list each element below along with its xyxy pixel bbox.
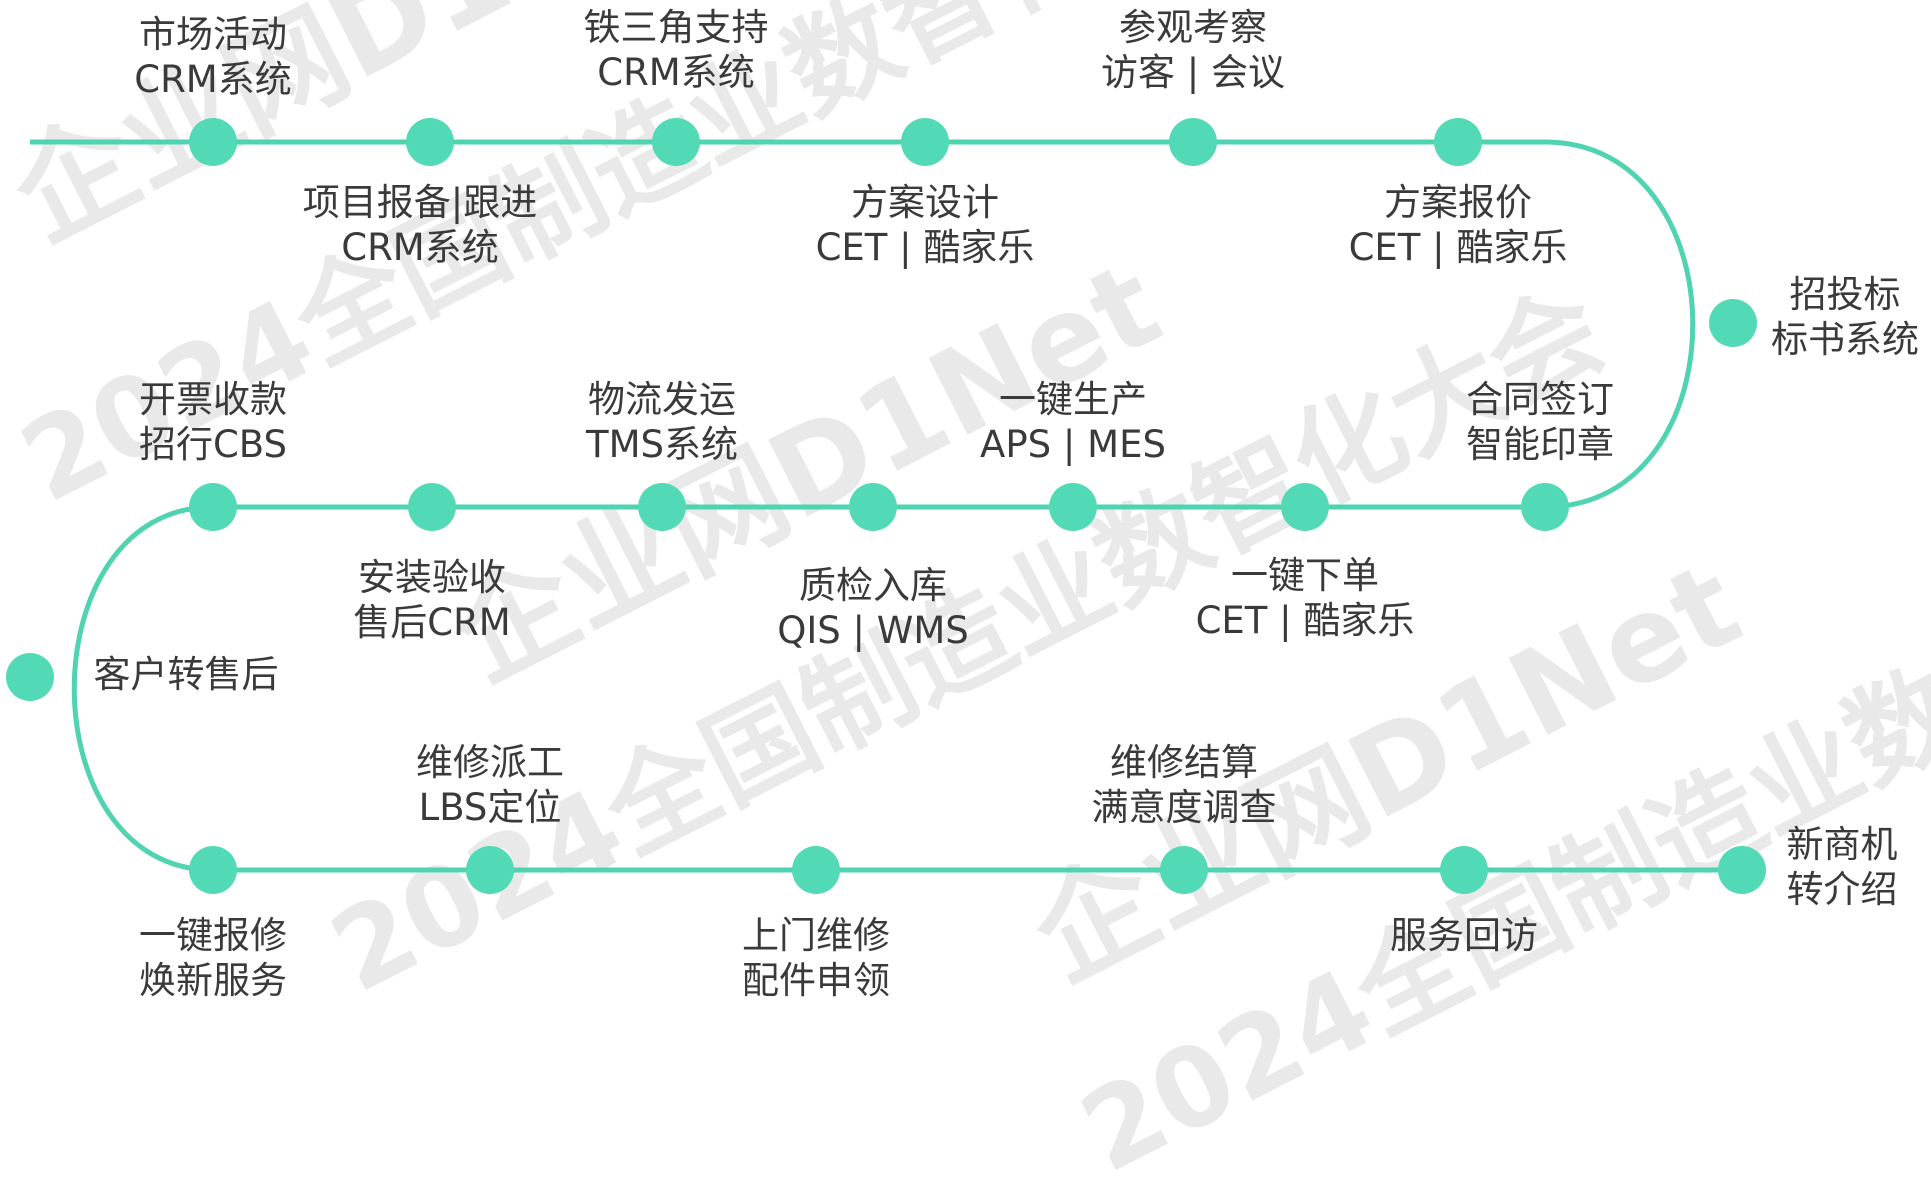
step-title: 新商机 bbox=[1786, 823, 1898, 866]
label-repair: 一键报修焕新服务 bbox=[139, 913, 287, 1003]
label-aftersales: 客户转售后 bbox=[94, 652, 279, 697]
label-onsite: 上门维修配件申领 bbox=[742, 913, 890, 1003]
track-segment bbox=[71, 504, 214, 873]
track-segment bbox=[1544, 139, 1696, 510]
step-system: CRM系统 bbox=[341, 226, 499, 269]
step-title: 一键下单 bbox=[1231, 554, 1379, 597]
step-system: 招行CBS bbox=[138, 423, 288, 466]
step-title: 一键报修 bbox=[139, 914, 287, 957]
node-bid bbox=[1709, 299, 1757, 347]
step-title: 一键生产 bbox=[998, 378, 1147, 421]
step-system: CRM系统 bbox=[134, 58, 292, 101]
step-system: 智能印章 bbox=[1466, 423, 1614, 466]
step-system: 访客 | 会议 bbox=[1101, 51, 1285, 94]
step-title: 上门维修 bbox=[742, 914, 890, 957]
step-title: 招投标 bbox=[1789, 273, 1901, 316]
label-invoice: 开票收款招行CBS bbox=[139, 377, 287, 467]
label-revisit: 服务回访 bbox=[1390, 913, 1538, 958]
process-diagram bbox=[6, 118, 1766, 894]
step-title: 方案报价 bbox=[1384, 181, 1532, 224]
node-dispatch bbox=[466, 846, 514, 894]
node-order bbox=[1281, 483, 1329, 531]
step-title: 开票收款 bbox=[139, 378, 287, 421]
node-settle bbox=[1160, 846, 1208, 894]
node-revisit bbox=[1440, 846, 1488, 894]
step-system: 标书系统 bbox=[1771, 318, 1919, 361]
step-title: 物流发运 bbox=[587, 378, 736, 421]
step-system: 配件申领 bbox=[742, 959, 890, 1002]
label-bid: 招投标标书系统 bbox=[1771, 272, 1919, 362]
label-newbiz: 新商机转介绍 bbox=[1787, 822, 1898, 912]
step-title: 市场活动 bbox=[139, 13, 287, 56]
process-nodes bbox=[6, 118, 1766, 894]
step-system: QIS | WMS bbox=[777, 609, 969, 652]
step-title: 项目报备|跟进 bbox=[302, 181, 538, 224]
node-project bbox=[406, 118, 454, 166]
node-contract bbox=[1521, 483, 1569, 531]
step-system: 售后CRM bbox=[353, 601, 511, 644]
step-system: CET | 酷家乐 bbox=[1348, 226, 1568, 269]
step-title: 客户转售后 bbox=[93, 653, 279, 696]
node-market bbox=[189, 118, 237, 166]
step-system: CET | 酷家乐 bbox=[815, 226, 1035, 269]
step-title: 合同签订 bbox=[1466, 378, 1614, 421]
node-iron bbox=[652, 118, 700, 166]
node-visit bbox=[1169, 118, 1217, 166]
label-visit: 参观考察访客 | 会议 bbox=[1101, 5, 1285, 95]
step-system: 转介绍 bbox=[1786, 868, 1898, 911]
label-settle: 维修结算满意度调查 bbox=[1092, 740, 1277, 830]
step-system: LBS定位 bbox=[418, 786, 562, 829]
node-ship bbox=[638, 483, 686, 531]
step-title: 方案设计 bbox=[851, 181, 999, 224]
node-repair bbox=[189, 846, 237, 894]
node-install bbox=[408, 483, 456, 531]
node-design bbox=[901, 118, 949, 166]
step-title: 维修结算 bbox=[1110, 741, 1258, 784]
step-system: CET | 酷家乐 bbox=[1195, 599, 1415, 642]
node-aftersales bbox=[6, 653, 54, 701]
step-title: 铁三角支持 bbox=[583, 6, 769, 49]
step-system: CRM系统 bbox=[597, 51, 755, 94]
step-title: 安装验收 bbox=[358, 556, 506, 599]
step-system: 满意度调查 bbox=[1091, 786, 1277, 829]
step-title: 参观考察 bbox=[1119, 6, 1267, 49]
step-system: 焕新服务 bbox=[139, 959, 287, 1002]
label-install: 安装验收售后CRM bbox=[353, 555, 510, 645]
node-newbiz bbox=[1718, 846, 1766, 894]
node-qc bbox=[849, 483, 897, 531]
step-system: APS | MES bbox=[980, 423, 1166, 466]
step-system: TMS系统 bbox=[585, 423, 739, 466]
node-invoice bbox=[189, 483, 237, 531]
step-title: 质检入库 bbox=[798, 564, 947, 607]
node-quote bbox=[1434, 118, 1482, 166]
node-onsite bbox=[792, 846, 840, 894]
node-produce bbox=[1049, 483, 1097, 531]
label-contract: 合同签订智能印章 bbox=[1466, 377, 1614, 467]
step-title: 服务回访 bbox=[1390, 914, 1538, 957]
step-title: 维修派工 bbox=[416, 741, 564, 784]
